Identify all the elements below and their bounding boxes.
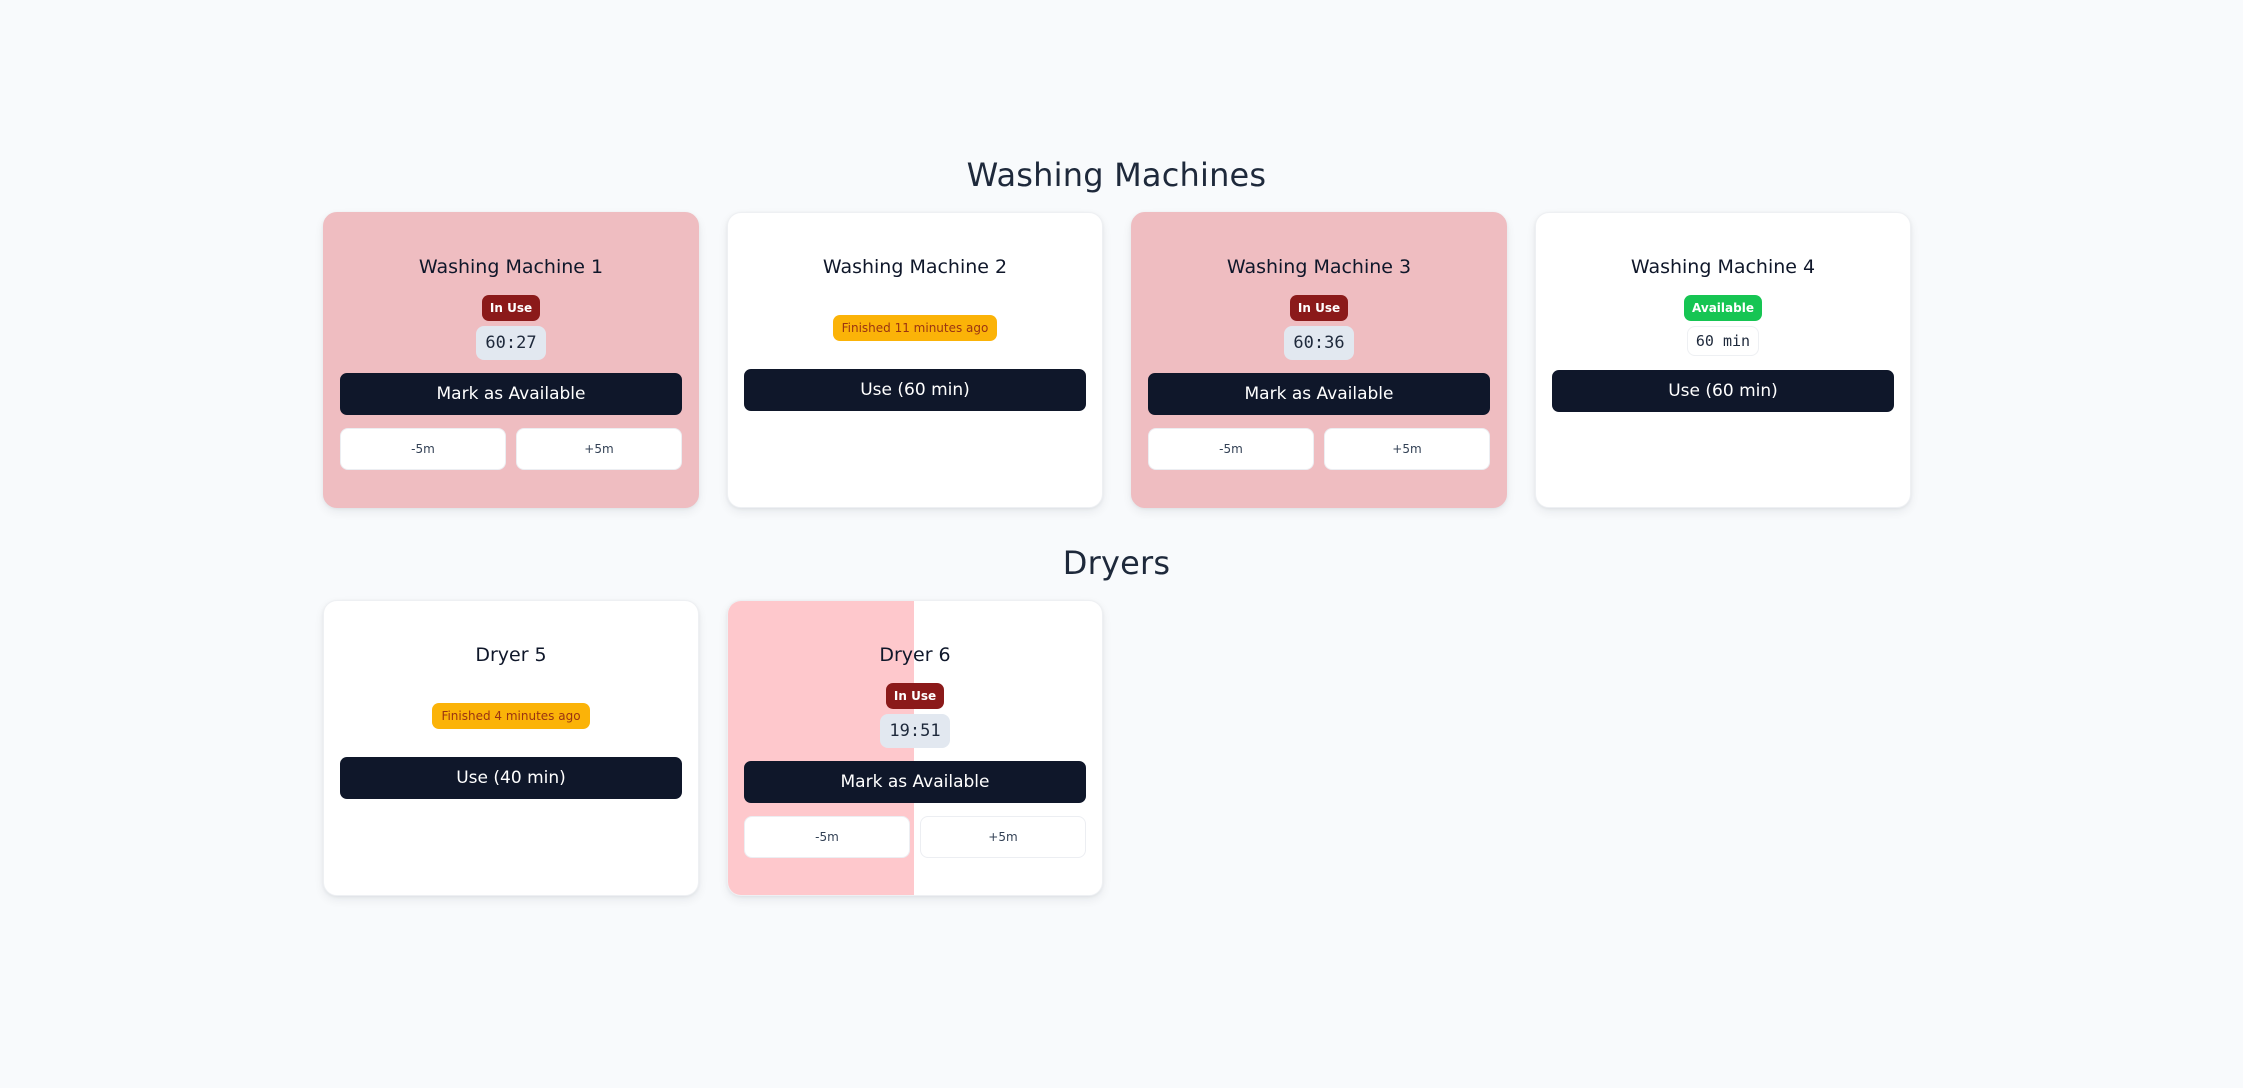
plus-5m-button[interactable]: +5m — [516, 428, 682, 470]
dryers-grid: Dryer 5 Finished 4 minutes ago Use (40 m… — [323, 600, 1911, 896]
countdown-timer: 19:51 — [880, 714, 950, 748]
cycle-duration: 60 min — [1686, 326, 1760, 356]
status-badge: Available — [1684, 295, 1762, 321]
minus-5m-button[interactable]: -5m — [744, 816, 910, 858]
use-button[interactable]: Use (40 min) — [340, 757, 682, 799]
time-adjust-row: -5m +5m — [340, 428, 682, 470]
section-title-washing-machines: Washing Machines — [966, 156, 1267, 194]
status-badge: In Use — [1289, 295, 1349, 321]
machine-name: Dryer 6 — [879, 644, 951, 666]
machine-card-washing-machine-4: Washing Machine 4 Available 60 min Use (… — [1535, 212, 1911, 508]
status-badge: In Use — [481, 295, 541, 321]
mark-available-button[interactable]: Mark as Available — [1148, 373, 1490, 415]
machine-name: Dryer 5 — [475, 644, 547, 666]
mark-available-button[interactable]: Mark as Available — [340, 373, 682, 415]
minus-5m-button[interactable]: -5m — [340, 428, 506, 470]
machine-name: Washing Machine 3 — [1226, 256, 1412, 278]
use-button[interactable]: Use (60 min) — [1552, 370, 1894, 412]
minus-5m-button[interactable]: -5m — [1148, 428, 1314, 470]
machine-card-washing-machine-2: Washing Machine 2 Finished 11 minutes ag… — [727, 212, 1103, 508]
status-badge: Finished 4 minutes ago — [432, 703, 590, 729]
time-adjust-row: -5m +5m — [744, 816, 1086, 858]
mark-available-button[interactable]: Mark as Available — [744, 761, 1086, 803]
time-adjust-row: -5m +5m — [1148, 428, 1490, 470]
plus-5m-button[interactable]: +5m — [1324, 428, 1490, 470]
machine-name: Washing Machine 4 — [1630, 256, 1816, 278]
machine-card-washing-machine-3: Washing Machine 3 In Use 60:36 Mark as A… — [1131, 212, 1507, 508]
countdown-timer: 60:36 — [1284, 326, 1354, 360]
machine-card-dryer-6: Dryer 6 In Use 19:51 Mark as Available -… — [727, 600, 1103, 896]
washing-machines-grid: Washing Machine 1 In Use 60:27 Mark as A… — [323, 212, 1911, 508]
use-button[interactable]: Use (60 min) — [744, 369, 1086, 411]
machine-card-dryer-5: Dryer 5 Finished 4 minutes ago Use (40 m… — [323, 600, 699, 896]
status-badge: In Use — [885, 683, 945, 709]
plus-5m-button[interactable]: +5m — [920, 816, 1086, 858]
machine-name: Washing Machine 2 — [822, 256, 1008, 278]
status-badge: Finished 11 minutes ago — [832, 315, 998, 341]
section-title-dryers: Dryers — [1062, 544, 1171, 582]
machine-card-washing-machine-1: Washing Machine 1 In Use 60:27 Mark as A… — [323, 212, 699, 508]
machine-name: Washing Machine 1 — [418, 256, 604, 278]
countdown-timer: 60:27 — [476, 326, 546, 360]
